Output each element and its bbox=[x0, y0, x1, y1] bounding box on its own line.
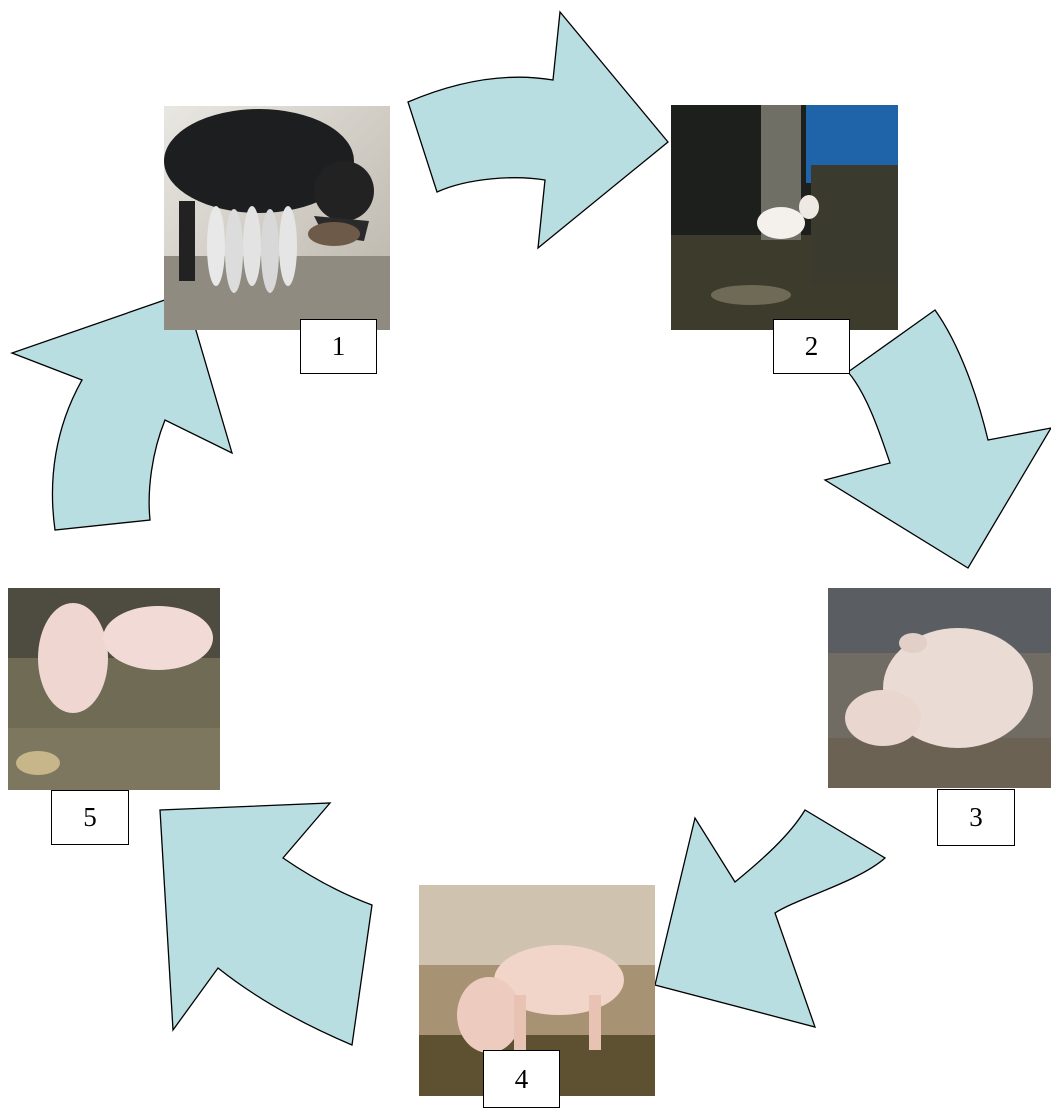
arrow-4-to-5 bbox=[160, 803, 372, 1045]
arrow-2-to-3 bbox=[825, 310, 1051, 568]
step-label-5: 5 bbox=[51, 790, 129, 845]
arrow-3-to-4 bbox=[655, 810, 885, 1027]
step-label-2: 2 bbox=[773, 319, 850, 374]
photo-sow-nursing bbox=[164, 106, 390, 330]
step-label-1: 1 bbox=[300, 319, 377, 374]
photo-two-pigs bbox=[8, 588, 220, 790]
step-label-4: 4 bbox=[483, 1050, 560, 1108]
photo-piglet-in-pen bbox=[671, 105, 898, 330]
arrow-1-to-2 bbox=[408, 12, 668, 248]
photo-piglet-lying bbox=[828, 588, 1051, 788]
step-label-3: 3 bbox=[937, 789, 1015, 846]
